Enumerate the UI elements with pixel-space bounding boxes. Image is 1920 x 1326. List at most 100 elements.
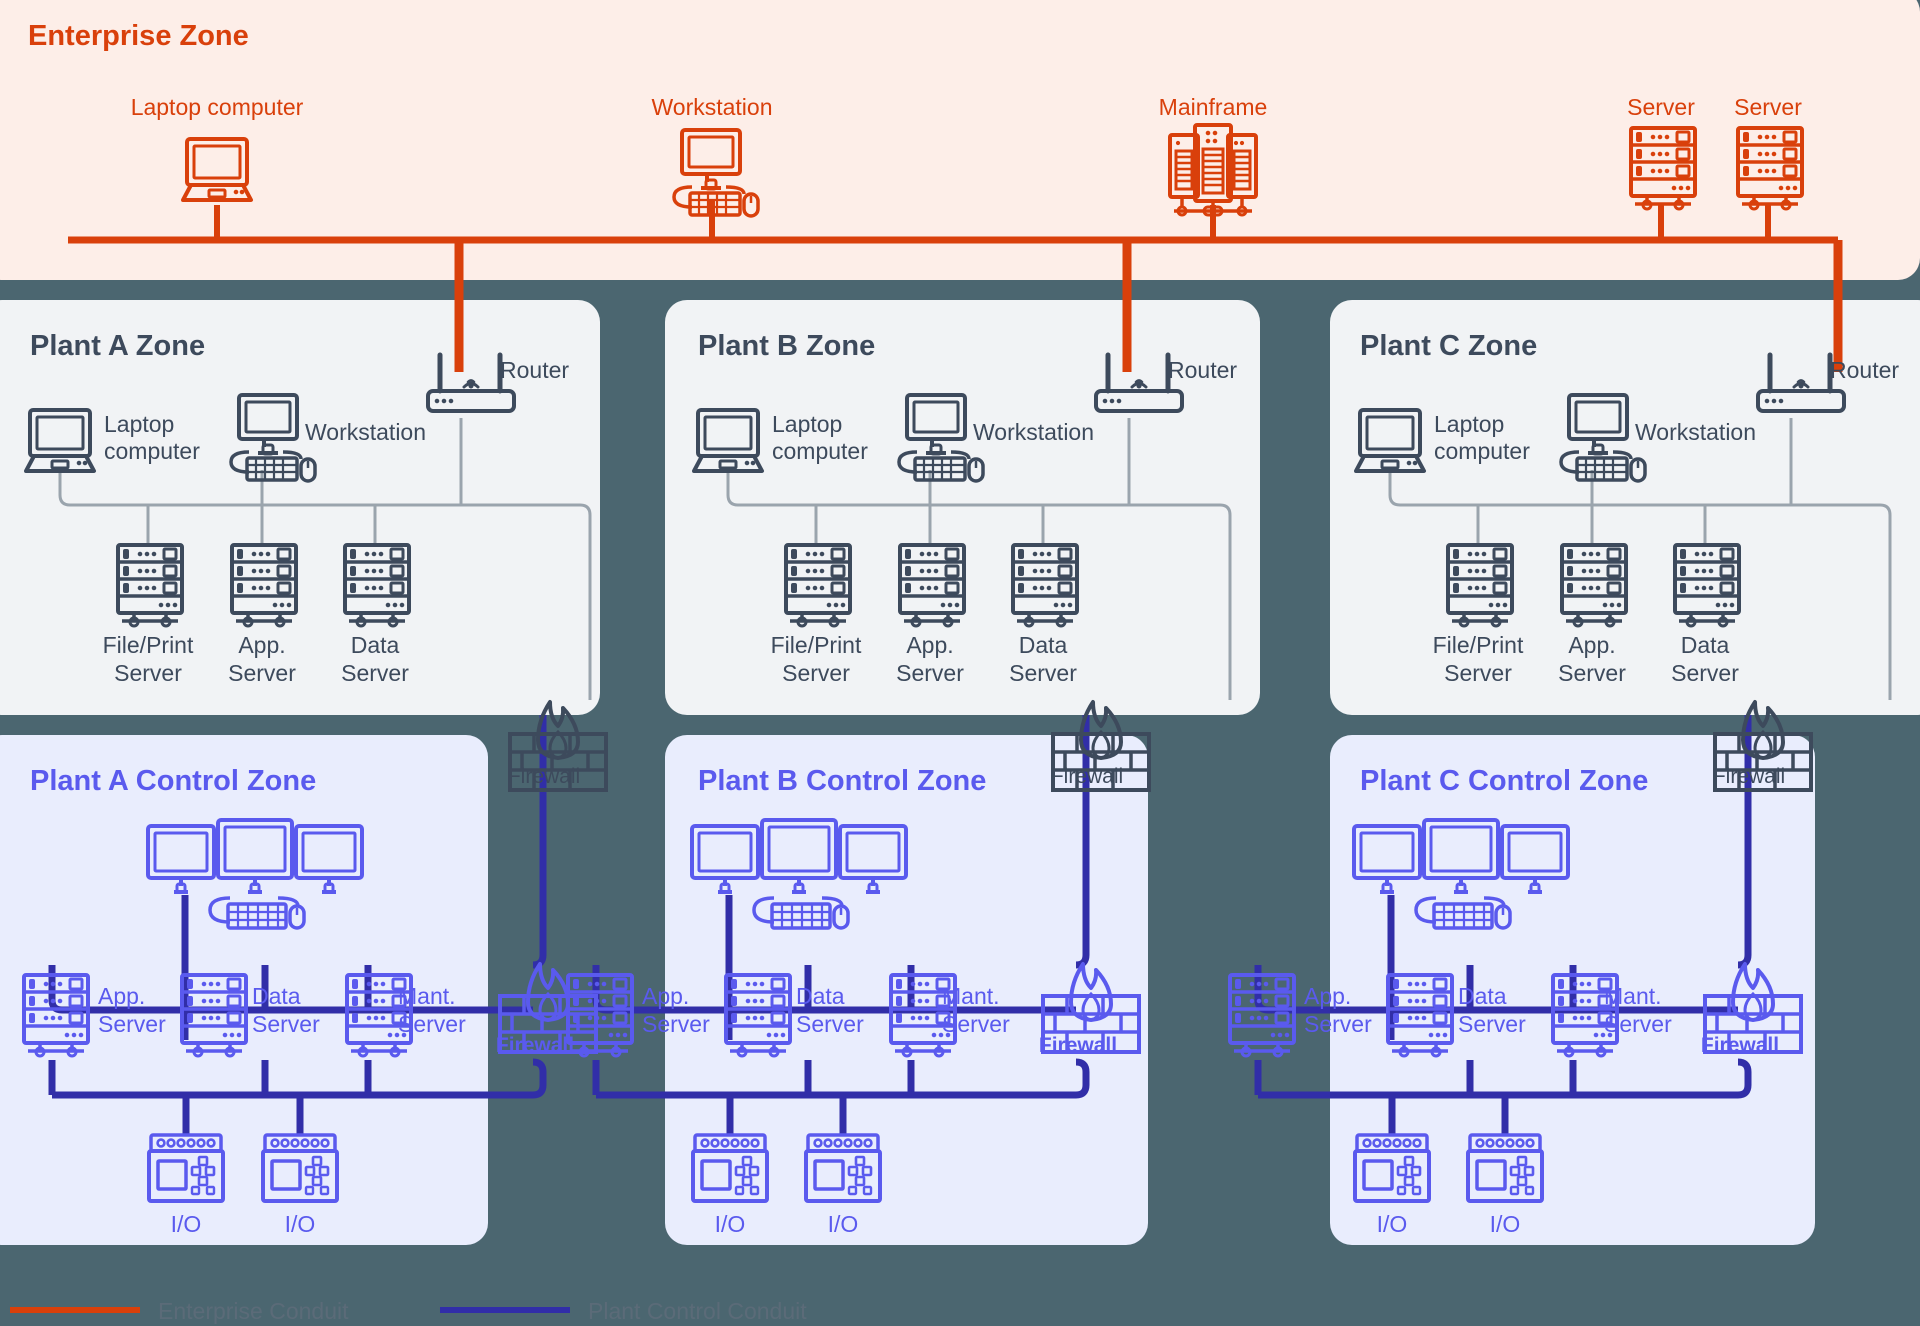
- triple-monitor-console-icon[interactable]: [1352, 818, 1570, 930]
- plant-c-ctrl-server-0-line2: Server: [1304, 1011, 1372, 1037]
- io-module-icon[interactable]: [147, 1133, 225, 1203]
- plant-a-bus: [58, 470, 592, 700]
- server-rack-icon[interactable]: [1736, 126, 1804, 211]
- plant-a-server-1-line1: App.: [238, 632, 285, 658]
- plant-b-ctrl-firewall-label: Firewall: [1039, 1034, 1117, 1057]
- plant-c-firewall-label: Firewall: [1713, 765, 1785, 788]
- enterprise-server-1-label: Server: [1627, 94, 1695, 120]
- plant-c-io-1-label: I/O: [1490, 1211, 1521, 1237]
- plant-b-firewall-label: Firewall: [1051, 765, 1123, 788]
- plant-c-zone: Plant C Zone Router Laptop computer Work…: [1354, 330, 1899, 792]
- server-rack-icon[interactable]: [724, 973, 792, 1058]
- server-rack-icon[interactable]: [898, 543, 966, 628]
- legend: Enterprise Conduit Plant Control Conduit: [10, 1298, 807, 1324]
- plant-a-ctrl-server-0-line2: Server: [98, 1011, 166, 1037]
- plant-b-ctrl-server-0-line1: App.: [642, 983, 689, 1009]
- server-rack-icon[interactable]: [22, 973, 90, 1058]
- plant-b-server-0-line1: File/Print: [771, 632, 862, 658]
- plant-c-server-1-line1: App.: [1568, 632, 1615, 658]
- plant-a-zone: Plant A Zone Router Laptop computer Work…: [24, 330, 608, 792]
- plant-b-zone: Plant B Zone Router Laptop computer Work…: [692, 330, 1237, 792]
- server-rack-icon[interactable]: [230, 543, 298, 628]
- plant-c-server-2-line2: Server: [1671, 660, 1739, 686]
- io-module-icon[interactable]: [1466, 1133, 1544, 1203]
- server-rack-icon[interactable]: [1673, 543, 1741, 628]
- plant-c-server-1-line2: Server: [1558, 660, 1626, 686]
- legend-label-enterprise: Enterprise Conduit: [158, 1298, 349, 1324]
- server-rack-icon[interactable]: [1446, 543, 1514, 628]
- plant-c-ctrl-server-2-line1: Mant.: [1604, 983, 1662, 1009]
- workstation-icon[interactable]: [897, 393, 985, 483]
- enterprise-zone: Enterprise Zone Laptop computer Workstat…: [28, 20, 1804, 218]
- io-module-icon[interactable]: [691, 1133, 769, 1203]
- triple-monitor-console-icon[interactable]: [690, 818, 908, 930]
- server-rack-icon[interactable]: [343, 543, 411, 628]
- plant-c-laptop-label-2: computer: [1434, 438, 1530, 464]
- plant-a-server-1-line2: Server: [228, 660, 296, 686]
- plant-a-ctrl-server-1-line1: Data: [252, 983, 301, 1009]
- plant-b-ctrl-server-1-line2: Server: [796, 1011, 864, 1037]
- server-rack-icon[interactable]: [1629, 126, 1697, 211]
- plant-b-ctrl-server-0-line2: Server: [642, 1011, 710, 1037]
- plant-a-server-0-line2: Server: [114, 660, 182, 686]
- plant-c-ctrl-server-1-line1: Data: [1458, 983, 1507, 1009]
- server-rack-icon[interactable]: [116, 543, 184, 628]
- enterprise-zone-title: Enterprise Zone: [28, 20, 249, 52]
- plant-b-server-0-line2: Server: [782, 660, 850, 686]
- plant-a-server-0-line1: File/Print: [103, 632, 194, 658]
- server-rack-icon[interactable]: [1228, 973, 1296, 1058]
- plant-a-ctrl-server-0-line1: App.: [98, 983, 145, 1009]
- plant-b-server-1-line1: App.: [906, 632, 953, 658]
- workstation-icon[interactable]: [672, 128, 760, 218]
- plant-b-server-2-line1: Data: [1019, 632, 1068, 658]
- plant-a-server-2-line1: Data: [351, 632, 400, 658]
- plant-b-io-1-label: I/O: [828, 1211, 859, 1237]
- laptop-icon[interactable]: [692, 408, 764, 473]
- plant-b-control-zone: Plant B Control Zone App. Server Data Se…: [566, 765, 1141, 1237]
- server-rack-icon[interactable]: [566, 973, 634, 1058]
- plant-c-server-2-line1: Data: [1681, 632, 1730, 658]
- laptop-icon[interactable]: [1354, 408, 1426, 473]
- workstation-icon[interactable]: [1559, 393, 1647, 483]
- io-module-icon[interactable]: [804, 1133, 882, 1203]
- plant-a-control-zone-title: Plant A Control Zone: [30, 765, 316, 797]
- plant-c-server-0-line2: Server: [1444, 660, 1512, 686]
- server-rack-icon[interactable]: [1011, 543, 1079, 628]
- plant-c-zone-title: Plant C Zone: [1360, 330, 1537, 362]
- plant-b-workstation-label: Workstation: [973, 419, 1094, 445]
- plant-c-laptop-label-1: Laptop: [1434, 411, 1504, 437]
- plant-b-ctrl-server-2-line1: Mant.: [942, 983, 1000, 1009]
- enterprise-mainframe-label: Mainframe: [1159, 94, 1268, 120]
- mainframe-icon[interactable]: [1168, 123, 1258, 217]
- enterprise-zone-panel: [0, 0, 1920, 280]
- plant-b-fw-lower: [596, 1058, 1090, 1099]
- enterprise-conduit-group: [68, 200, 1843, 372]
- triple-monitor-console-icon[interactable]: [146, 818, 364, 930]
- plant-b-ctrl-server-1-line1: Data: [796, 983, 845, 1009]
- plant-a-zone-title: Plant A Zone: [30, 330, 205, 362]
- laptop-icon[interactable]: [181, 137, 253, 202]
- plant-b-control-zone-panel: [665, 735, 1148, 1245]
- server-rack-icon[interactable]: [1560, 543, 1628, 628]
- plant-c-router-label: Router: [1830, 357, 1899, 383]
- plant-a-router-label: Router: [500, 357, 569, 383]
- workstation-icon[interactable]: [229, 393, 317, 483]
- plant-c-control-zone: Plant C Control Zone App. Server Data Se…: [1228, 765, 1803, 1237]
- laptop-icon[interactable]: [24, 408, 96, 473]
- plant-a-ctrl-server-2-line1: Mant.: [398, 983, 456, 1009]
- server-rack-icon[interactable]: [1386, 973, 1454, 1058]
- server-rack-icon[interactable]: [784, 543, 852, 628]
- plant-c-control-zone-title: Plant C Control Zone: [1360, 765, 1648, 797]
- plant-c-server-0-line1: File/Print: [1433, 632, 1524, 658]
- plant-internal-links-group: [58, 418, 1892, 700]
- io-module-icon[interactable]: [261, 1133, 339, 1203]
- server-rack-icon[interactable]: [180, 973, 248, 1058]
- plant-b-io-0-label: I/O: [715, 1211, 746, 1237]
- plant-a-ctrl-server-1-line2: Server: [252, 1011, 320, 1037]
- plant-a-fw-lower: [52, 1058, 547, 1099]
- plant-a-fw-upper: [532, 715, 547, 969]
- plant-c-ctrl-firewall-label: Firewall: [1701, 1034, 1779, 1057]
- plant-a-laptop-label-2: computer: [104, 438, 200, 464]
- io-module-icon[interactable]: [1353, 1133, 1431, 1203]
